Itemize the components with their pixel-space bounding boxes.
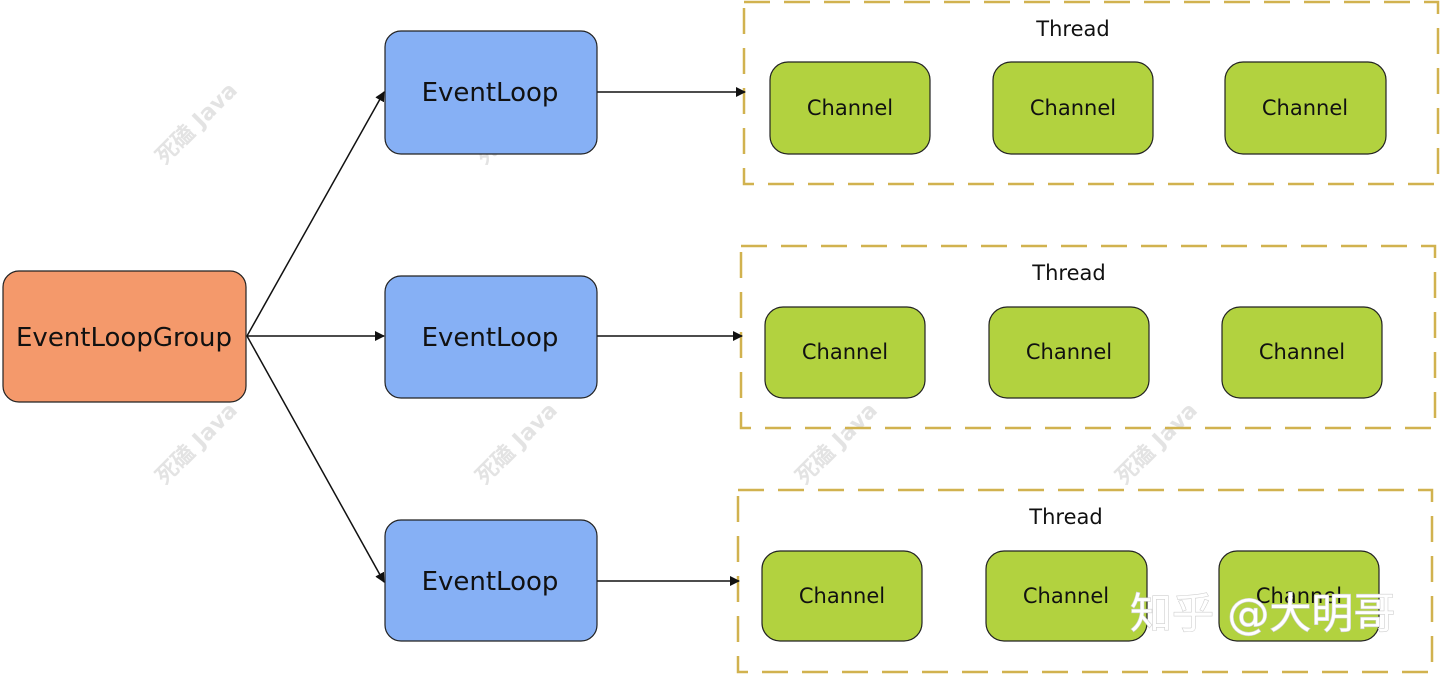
event-loop-group-box xyxy=(2,270,247,403)
thread-label: Thread xyxy=(1035,17,1109,41)
channel-box xyxy=(985,550,1148,642)
event-loop-label: EventLoop xyxy=(422,567,559,597)
channel-label: Channel xyxy=(1256,584,1342,608)
channel-box xyxy=(764,306,926,399)
channel-label: Channel xyxy=(1026,340,1112,364)
watermark-text: 死磕 Java xyxy=(151,397,243,489)
watermark-text: 死磕 Java xyxy=(151,77,243,169)
channel-box xyxy=(1221,306,1383,399)
channel-box xyxy=(992,61,1154,155)
event-loop-box xyxy=(384,519,598,642)
thread-label: Thread xyxy=(1031,261,1105,285)
connectors xyxy=(246,87,746,586)
channel-box xyxy=(1218,550,1380,642)
channel-box xyxy=(1224,61,1387,155)
watermark-text: 死磕 Java xyxy=(791,397,883,489)
channel-label: Channel xyxy=(807,96,893,120)
watermark-text: 死磕 Java xyxy=(1111,397,1203,489)
event-loop-group-label: EventLoopGroup xyxy=(16,323,232,353)
channel-label: Channel xyxy=(1023,584,1109,608)
channel-box xyxy=(769,61,931,155)
channel-box xyxy=(761,550,923,642)
event-loop-label: EventLoop xyxy=(422,323,559,353)
event-loop-box xyxy=(384,275,598,399)
arrow-group-to-loop xyxy=(246,91,385,337)
channel-nodes: Channel Channel Channel Channel Channel … xyxy=(761,61,1387,642)
thread-label: Thread xyxy=(1028,505,1102,529)
channel-label: Channel xyxy=(802,340,888,364)
channel-label: Channel xyxy=(1030,96,1116,120)
brand-watermark: 知乎 @大明哥 xyxy=(1130,589,1395,638)
channel-box xyxy=(988,306,1150,399)
event-loop-group-node: EventLoopGroup xyxy=(2,270,247,403)
channel-label: Channel xyxy=(1262,96,1348,120)
arrow-group-to-loop xyxy=(246,335,385,583)
watermark-text: 死磕 Java xyxy=(471,397,563,489)
event-loop-nodes: EventLoop EventLoop EventLoop xyxy=(384,30,598,642)
event-loop-label: EventLoop xyxy=(422,78,559,108)
channel-label: Channel xyxy=(1259,340,1345,364)
channel-label: Channel xyxy=(799,584,885,608)
event-loop-box xyxy=(384,30,598,155)
